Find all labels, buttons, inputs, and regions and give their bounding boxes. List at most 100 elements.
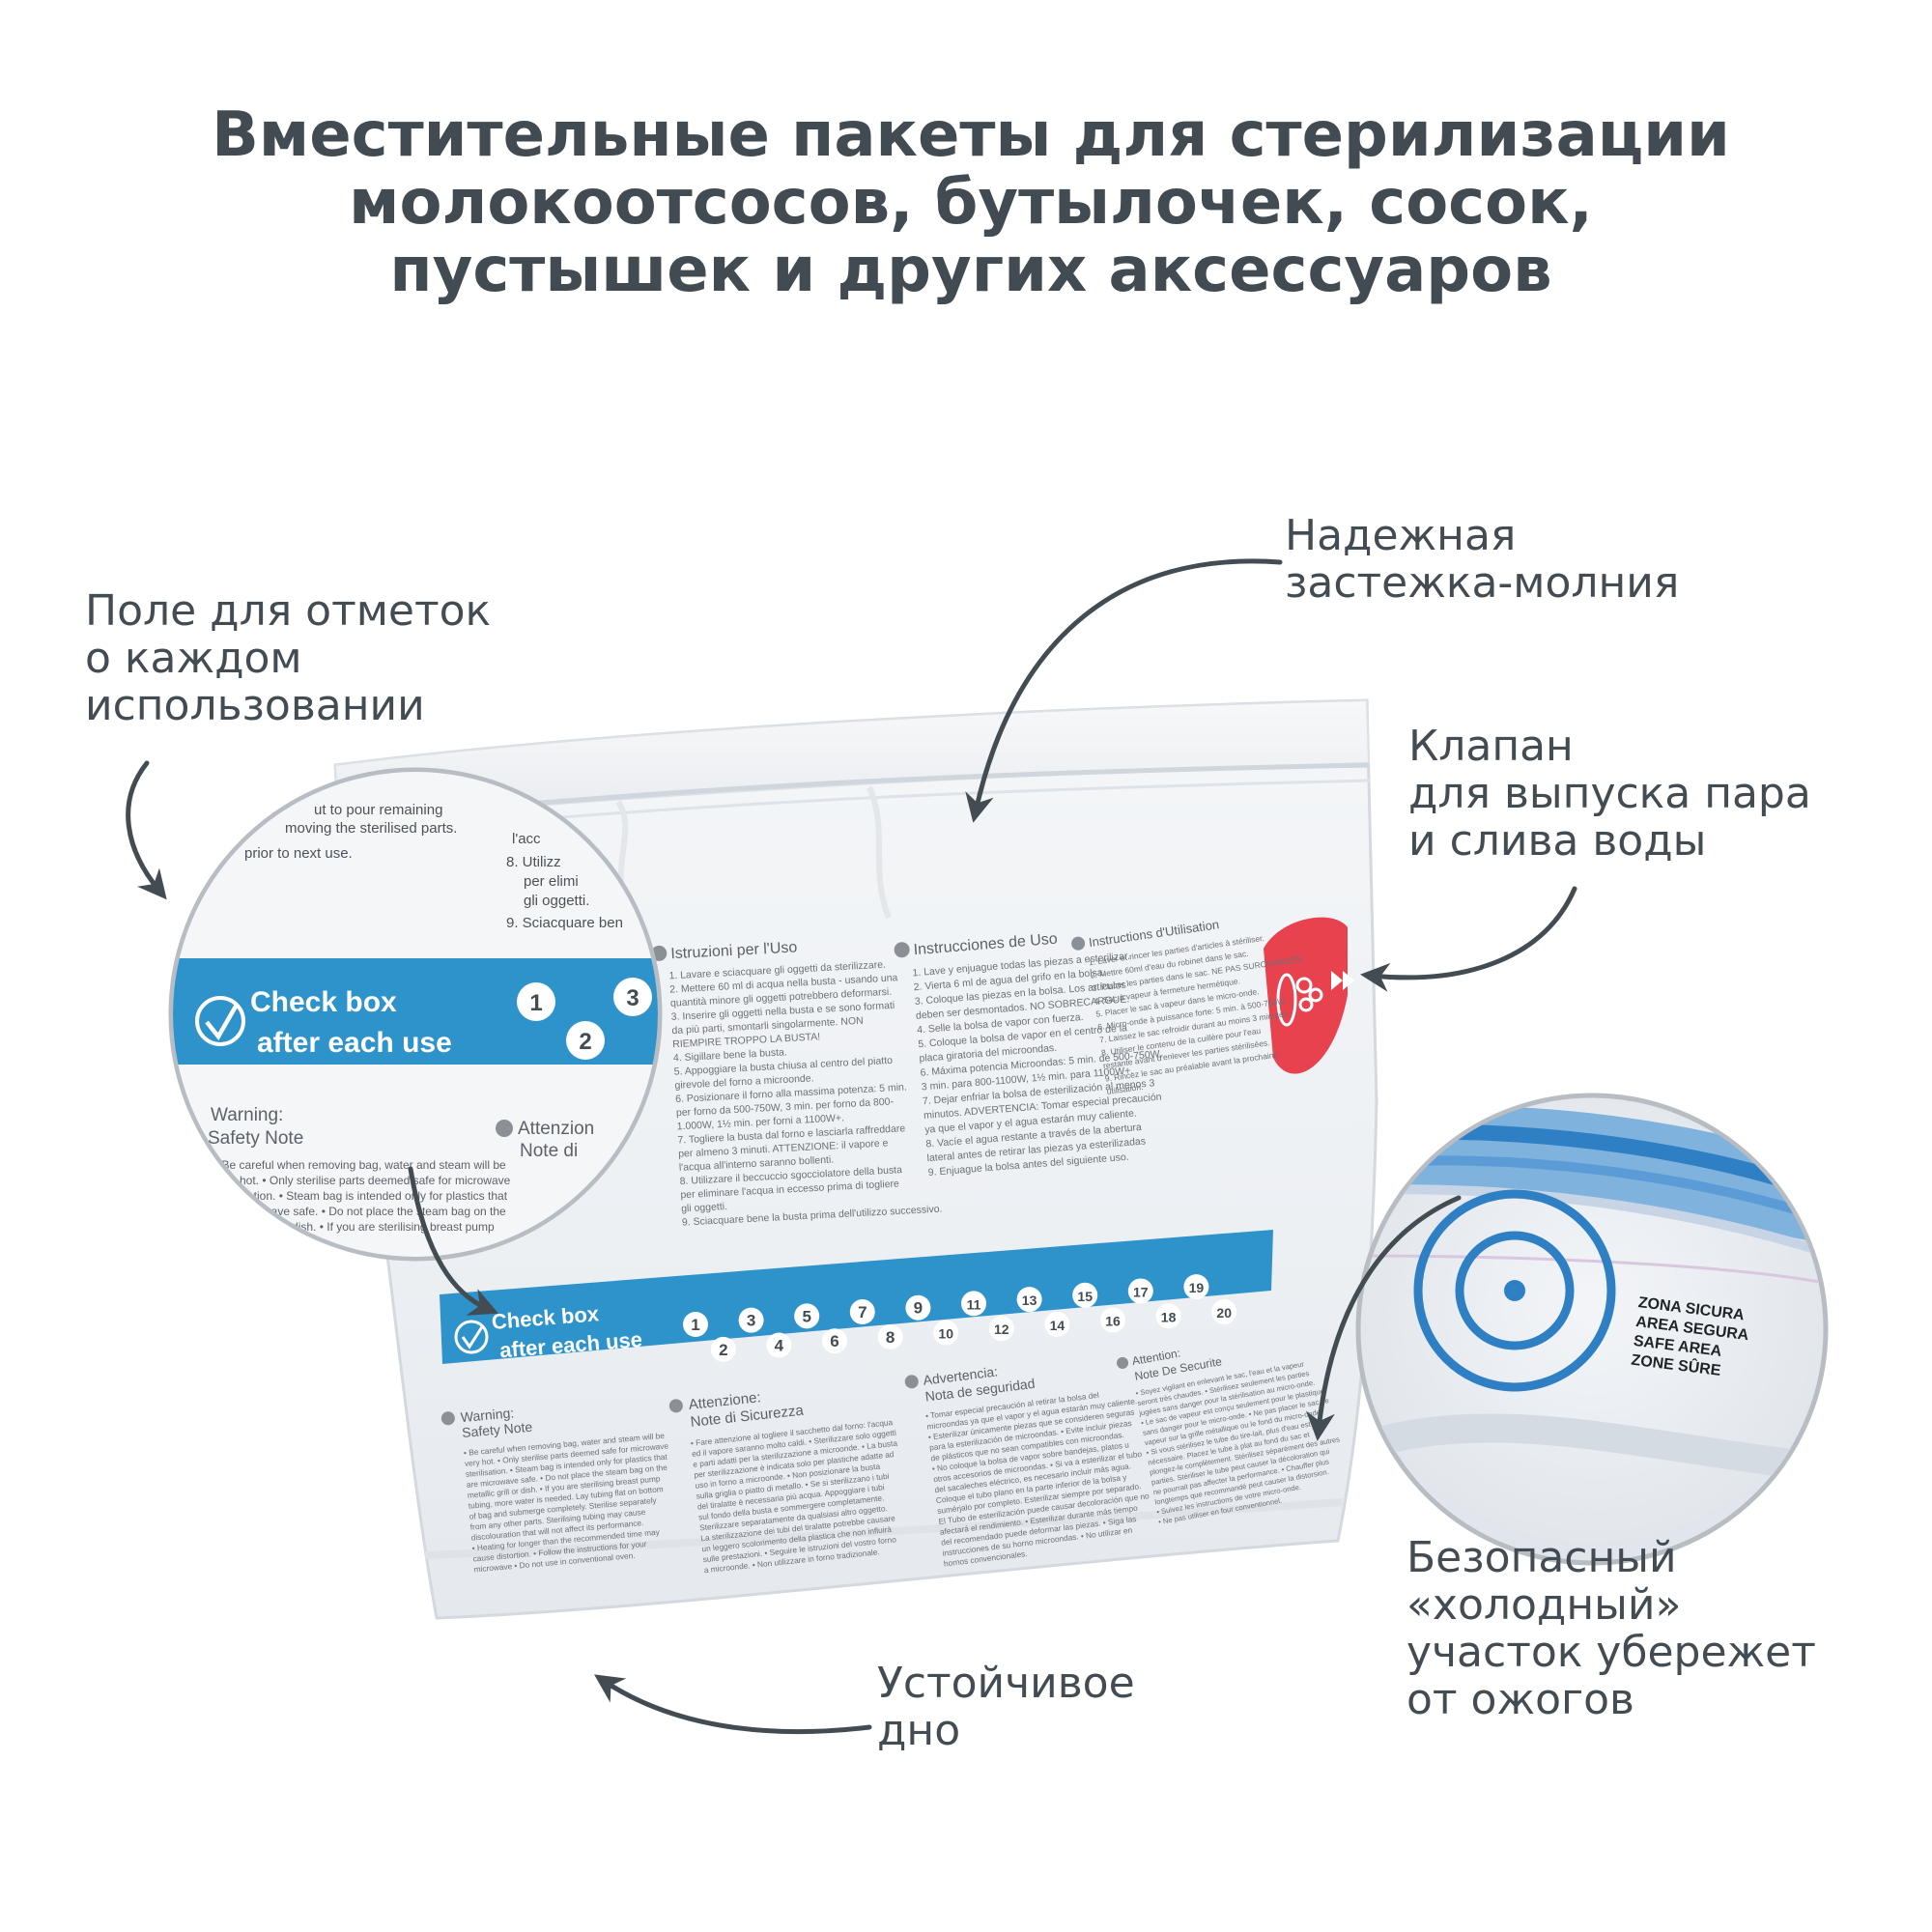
checkbox-number-label: 1 bbox=[691, 1316, 699, 1334]
title-line-1: Вместительные пакеты для стерилизации bbox=[212, 99, 1730, 171]
checkbox-number-8[interactable]: 8 bbox=[877, 1323, 903, 1350]
svg-text:ut to pour remaining: ut to pour remaining bbox=[314, 802, 442, 818]
zoom-band-line1: Check box bbox=[250, 986, 397, 1018]
checkbox-number-label: 12 bbox=[994, 1321, 1009, 1337]
checkbox-number-label: 15 bbox=[1077, 1289, 1093, 1304]
arrow-icon bbox=[126, 760, 167, 900]
callout-valve: Клапан для выпуска пара и слива воды bbox=[1408, 722, 1811, 866]
svg-text:• Be careful when removing bag: • Be careful when removing bag, water an… bbox=[214, 1158, 506, 1172]
checkbox-number-19[interactable]: 19 bbox=[1183, 1274, 1209, 1300]
checkbox-circle[interactable] bbox=[794, 1303, 820, 1329]
en-safety-title: Safety Note bbox=[462, 1419, 533, 1440]
svg-text:Safety Note: Safety Note bbox=[208, 1128, 303, 1149]
valve-arrows-icon bbox=[1331, 971, 1354, 990]
title-line-2: молокоотсосов, бутылочек, сосок, bbox=[349, 167, 1593, 239]
svg-text:prior to next use.: prior to next use. bbox=[244, 845, 353, 862]
checkbox-number-14[interactable]: 14 bbox=[1044, 1311, 1070, 1337]
checkbox-circle[interactable] bbox=[905, 1294, 931, 1321]
zoom-number-3: 3 bbox=[613, 978, 652, 1016]
checkbox-number-11[interactable]: 11 bbox=[961, 1291, 986, 1317]
checkbox-circle[interactable] bbox=[683, 1312, 708, 1337]
callout-arrows bbox=[126, 558, 1577, 1735]
checkbox-circle[interactable] bbox=[1211, 1298, 1237, 1324]
svg-text:are microwave safe. • Do not p: are microwave safe. • Do not place the s… bbox=[214, 1205, 506, 1218]
checkbox-number-label: 11 bbox=[967, 1296, 981, 1312]
checkbox-number-1[interactable]: 1 bbox=[683, 1312, 708, 1337]
checkbox-number-10[interactable]: 10 bbox=[933, 1320, 959, 1346]
svg-text:l'acc: l'acc bbox=[512, 831, 541, 847]
callout-zipper: Надежная застежка-молния bbox=[1285, 511, 1680, 608]
it-warning-text: • Fare attenzione al togliere il sacchet… bbox=[690, 1417, 909, 1576]
checkbox-circle[interactable] bbox=[710, 1336, 736, 1362]
checkbox-circle[interactable] bbox=[933, 1320, 959, 1346]
checkbox-circle[interactable] bbox=[822, 1328, 847, 1354]
valve-tab bbox=[1264, 917, 1348, 1074]
arrow-icon bbox=[408, 1166, 499, 1316]
checkbox-number-2[interactable]: 2 bbox=[710, 1336, 736, 1362]
checkbox-number-17[interactable]: 17 bbox=[1127, 1278, 1153, 1304]
svg-text:gli oggetti.: gli oggetti. bbox=[524, 893, 589, 909]
checkbox-number-15[interactable]: 15 bbox=[1072, 1282, 1098, 1308]
arrow-icon bbox=[594, 1674, 872, 1735]
checkbox-circle[interactable] bbox=[738, 1307, 764, 1333]
en-warning: Warning: Safety Note • Be careful when r… bbox=[440, 1405, 679, 1575]
svg-text:metallic grill or dish. • If y: metallic grill or dish. • If you are ste… bbox=[214, 1220, 495, 1234]
en-warning-title: Warning: bbox=[460, 1405, 515, 1425]
check-icon bbox=[461, 1324, 485, 1350]
checkbox-number-label: 5 bbox=[802, 1307, 810, 1325]
fr-warning: Attention: Note De Securite • Soyez vigi… bbox=[1117, 1347, 1350, 1526]
checkbox-circle[interactable] bbox=[1044, 1311, 1070, 1337]
arrow-icon bbox=[965, 558, 1283, 823]
checkbox-number-18[interactable]: 18 bbox=[1155, 1303, 1181, 1329]
checkbox-number-4[interactable]: 4 bbox=[766, 1332, 792, 1358]
arrow-icon bbox=[1306, 1195, 1462, 1441]
fr-warning-text: • Soyez vigilant en enlevant le sac, l'e… bbox=[1134, 1355, 1350, 1526]
checkbox-circle[interactable] bbox=[1016, 1287, 1042, 1313]
checkbox-number-12[interactable]: 12 bbox=[988, 1316, 1014, 1342]
checkbox-circle[interactable] bbox=[988, 1316, 1014, 1342]
checkbox-number-label: 19 bbox=[1189, 1280, 1205, 1295]
checkbox-number-label: 6 bbox=[830, 1332, 838, 1350]
en-warning-text: • Be careful when removing bag, water an… bbox=[464, 1431, 679, 1575]
checkbox-number-3[interactable]: 3 bbox=[738, 1307, 764, 1333]
checkbox-circle[interactable] bbox=[1100, 1307, 1125, 1333]
checkbox-number-13[interactable]: 13 bbox=[1016, 1287, 1042, 1313]
checkbox-number-6[interactable]: 6 bbox=[822, 1328, 847, 1354]
checkbox-number-7[interactable]: 7 bbox=[849, 1299, 875, 1325]
callout-bottom: Устойчивое дно bbox=[877, 1659, 1135, 1755]
es-warning: Advertencia: Nota de seguridad • Tomar e… bbox=[904, 1363, 1150, 1569]
target-icon bbox=[1413, 1189, 1616, 1392]
checkbox-circle[interactable] bbox=[1072, 1282, 1098, 1308]
checkbox-circle[interactable] bbox=[1127, 1278, 1153, 1304]
checkbox-number-label: 3 bbox=[747, 1312, 755, 1330]
checkbox-circle[interactable] bbox=[1155, 1303, 1181, 1329]
zoom-top-text: ut to pour remaining moving the sterilis… bbox=[244, 802, 623, 931]
zoom-circle-safe-area: ZONA SICURA AREA SEGURA SAFE AREA ZONE S… bbox=[1355, 1093, 1829, 1566]
it-instructions-title: Istruzioni per l'Uso bbox=[670, 939, 798, 962]
checkbox-number-label: 4 bbox=[775, 1337, 784, 1355]
callout-checkbox-field: Поле для отметок о каждом использовании bbox=[85, 586, 492, 730]
checkbox-circle[interactable] bbox=[766, 1332, 792, 1358]
svg-text:moving the sterilised parts.: moving the sterilised parts. bbox=[285, 820, 457, 837]
svg-text:per elimi: per elimi bbox=[524, 873, 579, 890]
checkbox-circle[interactable] bbox=[849, 1299, 875, 1325]
checkbox-number-5[interactable]: 5 bbox=[794, 1303, 820, 1329]
svg-text:Warning:: Warning: bbox=[211, 1105, 283, 1125]
checkbox-number-label: 20 bbox=[1216, 1305, 1232, 1321]
checkbox-circle[interactable] bbox=[877, 1323, 903, 1350]
checkbox-circle[interactable] bbox=[1183, 1274, 1209, 1300]
checkbox-number-label: 2 bbox=[719, 1341, 727, 1359]
bag-top-seal bbox=[333, 698, 1371, 823]
checkbox-number-9[interactable]: 9 bbox=[905, 1294, 931, 1321]
checkbox-number-20[interactable]: 20 bbox=[1211, 1298, 1237, 1324]
es-instructions: Instrucciones de Uso 1. Lave y enjuague … bbox=[894, 931, 1162, 1179]
svg-text:Note di: Note di bbox=[520, 1141, 578, 1161]
svg-text:1: 1 bbox=[529, 990, 542, 1016]
arrow-icon bbox=[1360, 886, 1577, 992]
checkbox-number-label: 8 bbox=[886, 1328, 895, 1347]
checkbox-number-16[interactable]: 16 bbox=[1100, 1307, 1125, 1333]
checkbox-band: Check box after each use 123456789101112… bbox=[440, 1230, 1273, 1364]
checkbox-circle[interactable] bbox=[961, 1291, 986, 1317]
